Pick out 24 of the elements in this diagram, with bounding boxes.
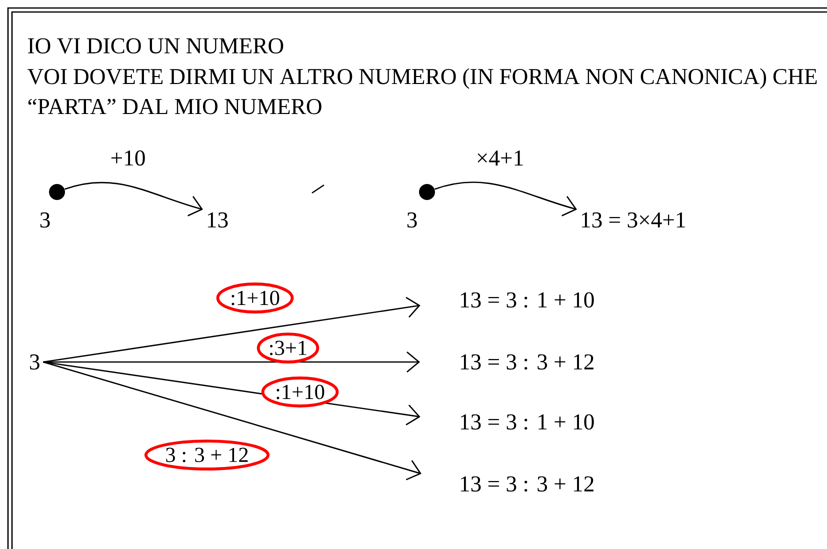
number-label: 3 (40, 212, 50, 228)
edge-label: +10 (108, 149, 148, 167)
formula-text: 13 = 3 : 3 + 12 (460, 354, 594, 370)
start-dot (49, 184, 65, 200)
arrow (43, 352, 420, 373)
edge-label: ×4+1 (474, 149, 526, 167)
start-dot (419, 184, 435, 200)
circled-label: :1+10 (261, 376, 339, 408)
formula-text: 13 = 3 : 3 + 12 (460, 476, 594, 492)
formula-text: 13 (208, 212, 228, 228)
number-label: 3 (407, 212, 417, 228)
circled-label: :3+1 (256, 332, 320, 364)
instruction-text: VOI DOVETE DIRMI UN ALTRO NUMERO (IN FORMA NON CANONICA) CHE “PARTA” DAL MIO NUMERO (28, 68, 817, 114)
formula-text: 13 = 3 : 1 + 10 (460, 414, 594, 430)
arrow (64, 182, 203, 216)
arrow (434, 182, 578, 216)
formula-text: 13 = 3 : 1 + 10 (460, 292, 594, 308)
circled-label: 3 : 3 + 12 (144, 440, 270, 470)
heading: IO VI DICO UN NUMERO (28, 38, 284, 54)
arrow (43, 361, 422, 480)
formula-text: 13 = 3×4+1 (582, 212, 685, 228)
circled-label: :1+10 (216, 282, 294, 314)
formula-text: 3 (30, 354, 40, 370)
arrow (43, 296, 420, 363)
